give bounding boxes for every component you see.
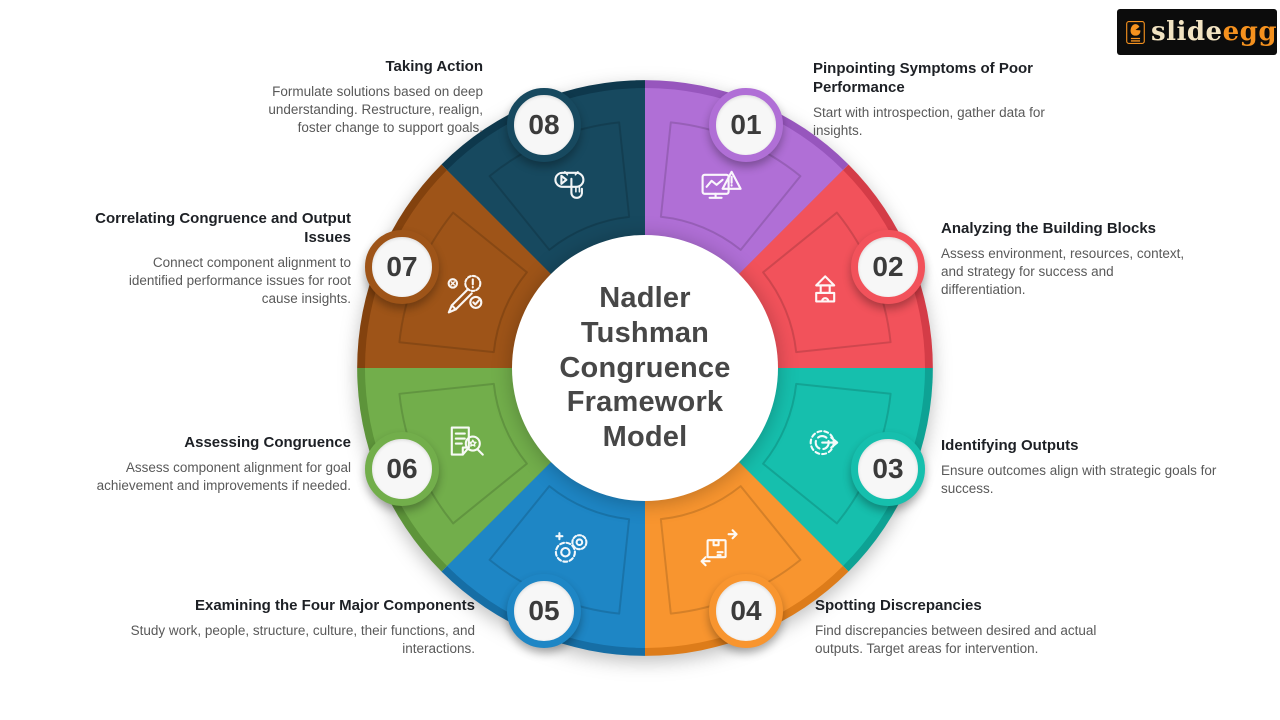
badge-04: 04 (709, 574, 783, 648)
segment-title-07: Correlating Congruence and Output Issues (95, 210, 351, 247)
badge-02-number: 02 (872, 251, 904, 282)
badge-06-number: 06 (386, 453, 418, 484)
badge-05-number: 05 (528, 595, 560, 626)
badge-01-number: 01 (730, 109, 762, 140)
package-arrows-icon (700, 529, 738, 567)
gears-icon (554, 532, 588, 563)
click-button-icon (554, 171, 585, 199)
segment-text-05: Examining the Four Major Components Stud… (99, 596, 475, 658)
segment-description-01: Start with introspection, gather data fo… (813, 105, 1045, 139)
segment-title-02: Analyzing the Building Blocks (941, 220, 1157, 237)
badge-05: 05 (507, 574, 581, 648)
badge-07: 07 (365, 230, 439, 304)
badge-03-number: 03 (872, 453, 904, 484)
segment-title-01: Pinpointing Symptoms of Poor Performance (813, 60, 1033, 97)
badge-01: 01 (709, 88, 783, 162)
badge-08-number: 08 (528, 109, 560, 140)
building-blocks-icon (815, 275, 836, 303)
segment-title-05: Examining the Four Major Components (194, 597, 475, 614)
logo-text-egg: egg (1222, 17, 1277, 47)
segment-text-02: Analyzing the Building Blocks Assess env… (941, 219, 1189, 299)
badge-07-number: 07 (386, 251, 418, 282)
segment-text-08: Taking Action Formulate solutions based … (237, 57, 483, 137)
segment-description-03: Ensure outcomes align with strategic goa… (941, 463, 1217, 496)
congruence-wheel (335, 58, 955, 678)
pencil-badge-icon (447, 274, 483, 314)
segment-text-06: Assessing Congruence Assess component al… (75, 433, 351, 495)
slideegg-logo: slideegg (1117, 9, 1277, 55)
badge-06: 06 (365, 432, 439, 506)
egg-logo-icon (1126, 20, 1145, 44)
segment-description-06: Assess component alignment for goal achi… (96, 460, 351, 493)
segment-text-07: Correlating Congruence and Output Issues… (63, 209, 351, 308)
badge-04-number: 04 (730, 595, 762, 626)
segment-title-03: Identifying Outputs (941, 437, 1079, 454)
segment-text-03: Identifying Outputs Ensure outcomes alig… (941, 436, 1227, 498)
document-search-icon (450, 426, 484, 456)
segment-description-05: Study work, people, structure, culture, … (130, 623, 475, 656)
badge-02: 02 (851, 230, 925, 304)
logo-wordmark: slideegg (1151, 17, 1277, 47)
segment-title-08: Taking Action (385, 58, 484, 75)
badge-08: 08 (507, 88, 581, 162)
segment-title-06: Assessing Congruence (184, 434, 351, 451)
segment-text-04: Spotting Discrepancies Find discrepancie… (815, 596, 1119, 658)
diagram-title: Nadler Tushman Congruence Framework Mode… (559, 282, 731, 454)
segment-description-08: Formulate solutions based on deep unders… (268, 84, 483, 135)
center-circle: Nadler Tushman Congruence Framework Mode… (512, 235, 778, 501)
badge-03: 03 (851, 432, 925, 506)
monitor-alert-icon (701, 170, 742, 199)
segment-description-02: Assess environment, resources, context, … (941, 246, 1185, 297)
segment-description-07: Connect component alignment to identifie… (128, 255, 351, 306)
segment-description-04: Find discrepancies between desired and a… (815, 623, 1097, 656)
logo-text-slide: slide (1150, 17, 1223, 47)
segment-text-01: Pinpointing Symptoms of Poor Performance… (813, 59, 1065, 140)
gear-arrow-icon (809, 430, 839, 456)
segment-title-04: Spotting Discrepancies (815, 597, 982, 614)
